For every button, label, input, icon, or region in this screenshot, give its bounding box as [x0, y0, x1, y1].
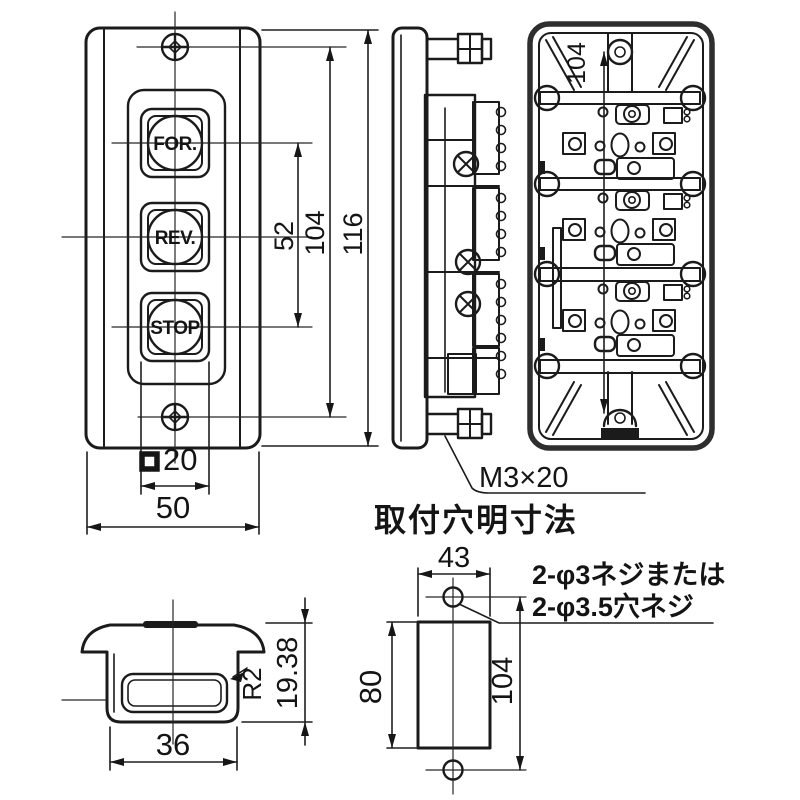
- dimension-80: 80: [353, 621, 419, 749]
- screw-note-line1: 2-φ3ネジまたは: [532, 560, 725, 590]
- rev-button-label: REV.: [155, 228, 196, 249]
- square-dimension-symbol: [139, 451, 160, 472]
- button-stop: STOP: [139, 291, 211, 363]
- dimension-50: 50: [86, 451, 260, 535]
- dimension-36: 36: [109, 726, 238, 771]
- side-bolt-bottom: [425, 407, 493, 440]
- side-serrations: [495, 106, 507, 380]
- side-view: M3×20: [391, 26, 646, 494]
- button-for: FOR.: [139, 107, 211, 179]
- dimension-52: 52: [269, 142, 302, 328]
- dimension-r2: R2: [230, 667, 267, 701]
- side-terminal-body: [423, 93, 507, 399]
- button-rev: REV.: [139, 201, 211, 273]
- cap-section-view: 36 R2 19.38: [61, 597, 313, 771]
- rear-guide-circles: [533, 84, 707, 380]
- dim-104-mount-label: 104: [487, 657, 519, 705]
- mount-hole-bottom: [442, 759, 464, 781]
- rear-module-1: [536, 103, 691, 181]
- dimension-116: 116: [261, 29, 379, 447]
- screw-note-callout: 2-φ3ネジまたは 2-φ3.5穴ネジ: [458, 560, 725, 624]
- rear-slide-bar: [552, 227, 562, 329]
- dimension-43: 43: [417, 542, 491, 617]
- dim-36-label: 36: [156, 727, 190, 762]
- side-terminal-screws: [452, 150, 482, 318]
- front-screw-bottom: [160, 402, 190, 432]
- mount-cutout: [416, 620, 492, 750]
- screw-note-line2: 2-φ3.5穴ネジ: [532, 592, 694, 622]
- dim-50-label: 50: [156, 490, 190, 525]
- side-bolt-top: [425, 32, 493, 65]
- front-screw-top: [160, 32, 190, 62]
- m3x20-label: M3×20: [479, 462, 568, 494]
- m3x20-callout: M3×20: [444, 435, 646, 494]
- dim-116-label: 116: [338, 212, 368, 255]
- dimension-button-20: 20: [139, 361, 210, 495]
- front-enclosure-outline: [84, 26, 262, 450]
- cap-window-outer: [120, 672, 229, 714]
- dim-20-label: 20: [163, 442, 197, 477]
- cap-window-inner: [127, 679, 222, 707]
- front-view: FOR. REV. STOP 52 104: [61, 11, 379, 535]
- stop-button-label: STOP: [150, 318, 200, 339]
- rear-top-cover: [545, 33, 695, 93]
- dimension-19-38: 19.38: [241, 597, 313, 746]
- for-button-label: FOR.: [153, 134, 196, 155]
- rear-view: 104: [527, 21, 715, 451]
- dim-1938-label: 19.38: [272, 637, 304, 710]
- dim-r2-label: R2: [237, 667, 267, 700]
- cap-top-pad: [143, 621, 198, 628]
- dim-104-label: 104: [300, 210, 330, 255]
- dim-52-label: 52: [269, 221, 299, 251]
- dimension-104: 104: [300, 46, 334, 418]
- dim-43-label: 43: [438, 542, 470, 574]
- cap-outline: [80, 623, 266, 724]
- mounting-title: 取付穴明寸法: [374, 502, 578, 538]
- side-back-plate: [391, 26, 429, 450]
- rear-bottom-cover: [545, 371, 695, 439]
- dimension-104-mount: 104: [487, 596, 524, 771]
- rear-dim-104-label: 104: [563, 42, 591, 84]
- mounting-hole-view: 43 80 104 2-φ3ネジまたは 2-φ3.5穴ネジ: [353, 542, 725, 795]
- mount-hole-top: [442, 586, 464, 608]
- dim-80-label: 80: [353, 670, 388, 704]
- rear-dimension-104: 104: [563, 42, 608, 414]
